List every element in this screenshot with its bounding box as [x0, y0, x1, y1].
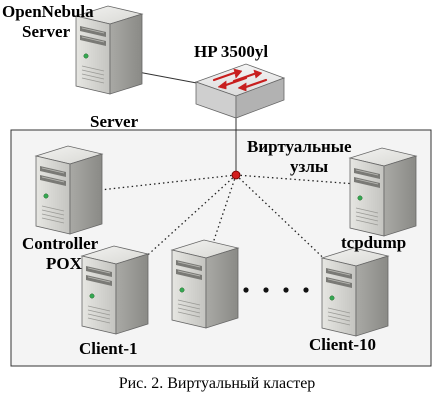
label-controller-line1: Controller: [22, 234, 99, 253]
label-virtual-line1: Виртуальные: [247, 137, 352, 156]
label-opennebula-line2: Server: [22, 22, 71, 41]
server-to-switch-link: [137, 71, 203, 85]
figure-caption: Рис. 2. Виртуальный кластер: [119, 375, 316, 392]
controller-server-icon: [35, 145, 103, 235]
virtual-links: [99, 174, 357, 269]
network-hub-node: [231, 170, 241, 180]
label-server: Server: [90, 112, 139, 131]
label-client1: Client-1: [79, 339, 138, 358]
link-tcpdump: [235, 174, 357, 185]
label-controller-line2: POX: [46, 254, 83, 273]
client-middle-server-icon: [171, 239, 239, 329]
label-virtual-line2: узлы: [290, 157, 328, 176]
label-tcpdump: tcpdump: [341, 233, 406, 252]
client10-server-icon: [321, 247, 389, 337]
label-client10: Client-10: [309, 335, 376, 354]
switch-icon: [194, 63, 286, 119]
label-switch: HP 3500yl: [194, 42, 268, 61]
label-opennebula-line1: OpenNebula: [2, 2, 94, 21]
client1-server-icon: [81, 245, 149, 335]
tcpdump-server-icon: [349, 147, 417, 237]
link-controller: [99, 174, 237, 191]
link-client10: [235, 174, 335, 269]
link-client-middle: [211, 174, 237, 247]
ellipsis-dots: [243, 287, 309, 293]
